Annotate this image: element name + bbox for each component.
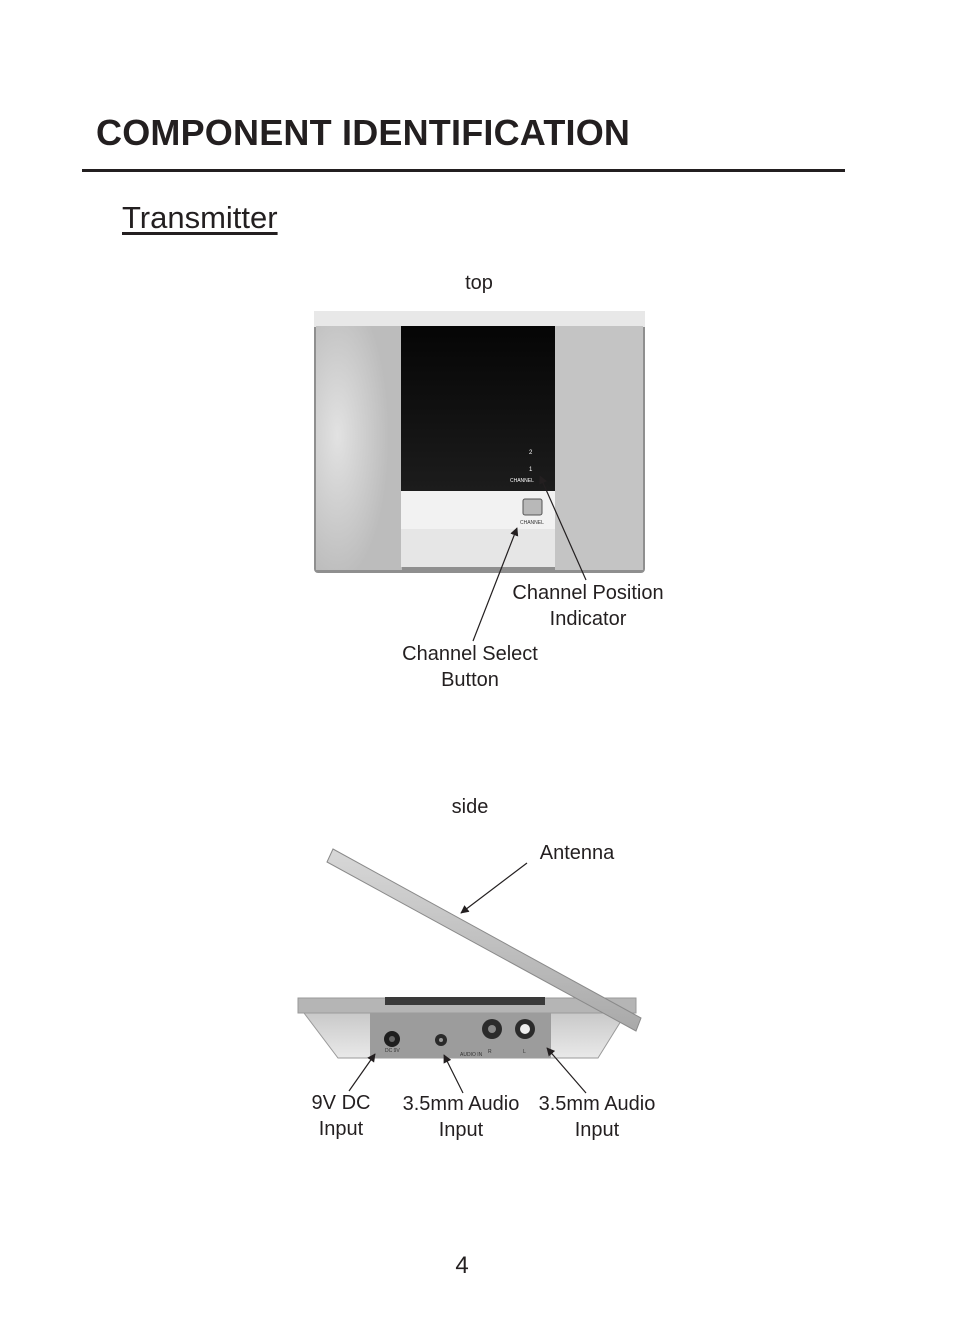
transmitter-top-view: 2 1 CHANNEL CHANNEL [314,311,645,573]
channel-select-button-label: Channel Select Button [402,643,538,691]
side-view-caption: side [451,796,489,818]
title-divider [82,169,845,172]
dc-label: DC 9V [385,1048,400,1054]
audio-input-1-pointer [443,1054,464,1094]
audio-in-label: AUDIO IN [460,1052,483,1058]
dc-input-label: 9V DC Input [311,1092,371,1140]
channel-indicator-panel [401,326,555,491]
channel-position-indicator-label: Channel Position Indicator [512,582,664,630]
audio-input-1-label: 3.5mm Audio Input [402,1093,520,1141]
channel-1-mark: 1 [529,467,533,473]
audio-input-2-pointer [546,1047,587,1094]
indicator-text: CHANNEL [510,478,534,484]
button-text: CHANNEL [520,520,544,526]
audio-input-2-label: 3.5mm Audio Input [538,1093,656,1141]
antenna-pointer [460,862,528,914]
channel-select-button-pointer [472,527,519,642]
page-number: 4 [455,1252,469,1279]
transmitter-side-view: DC 9V AUDIO IN R L [297,848,642,1059]
top-view-caption: top [465,272,493,294]
r-label: R [488,1049,492,1055]
section-subtitle: Transmitter [122,200,278,235]
channel-select-button [522,498,543,516]
channel-position-indicator-pointer [539,475,587,581]
dc-input-pointer [348,1053,376,1092]
l-label: L [523,1049,526,1055]
page-title: COMPONENT IDENTIFICATION [96,112,631,153]
antenna [326,848,642,1032]
channel-2-mark: 2 [529,450,533,456]
antenna-label: Antenna [539,842,615,864]
